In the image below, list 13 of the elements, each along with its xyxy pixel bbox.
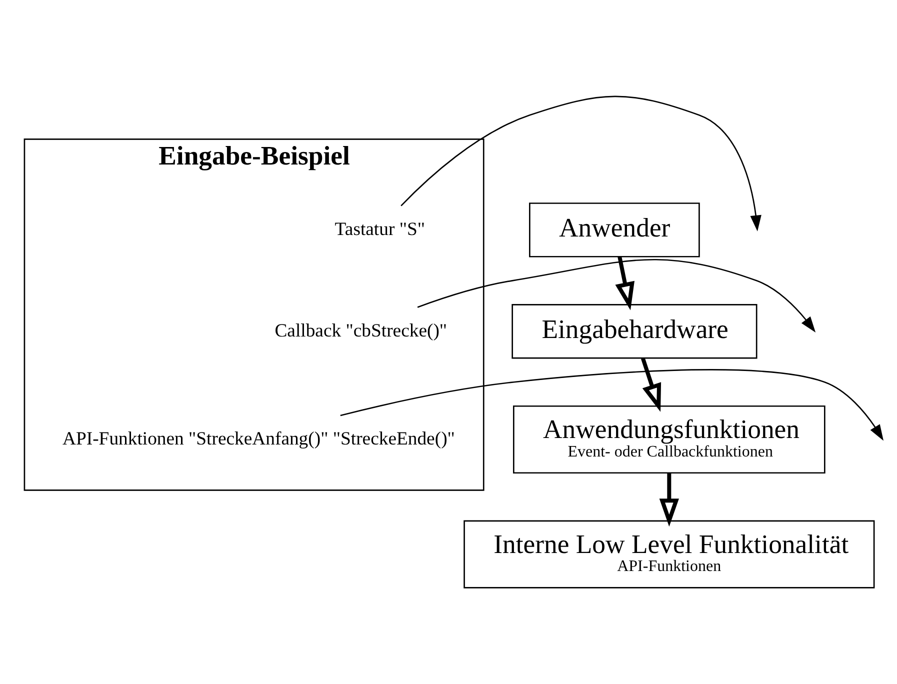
arrow xyxy=(340,369,884,441)
node-box: Anwendungsfunktionen Event- oder Callbackfunktionen xyxy=(513,405,826,474)
node-text: Callback "cbStrecke()" xyxy=(274,320,448,342)
arrow xyxy=(659,473,679,527)
node-text: API-Funktionen "StreckeAnfang()" "StreckeEnde()" xyxy=(62,428,455,450)
node-box: Eingabehardware xyxy=(512,304,758,359)
arrow xyxy=(615,256,634,310)
arrow xyxy=(640,358,662,412)
node-box: Interne Low Level Funktionalität API-Funktionen xyxy=(464,520,875,588)
arrow xyxy=(400,96,762,232)
node-text: Tastatur "S" xyxy=(334,218,425,240)
arrow xyxy=(417,258,816,333)
node-box: Anwender xyxy=(529,202,700,258)
